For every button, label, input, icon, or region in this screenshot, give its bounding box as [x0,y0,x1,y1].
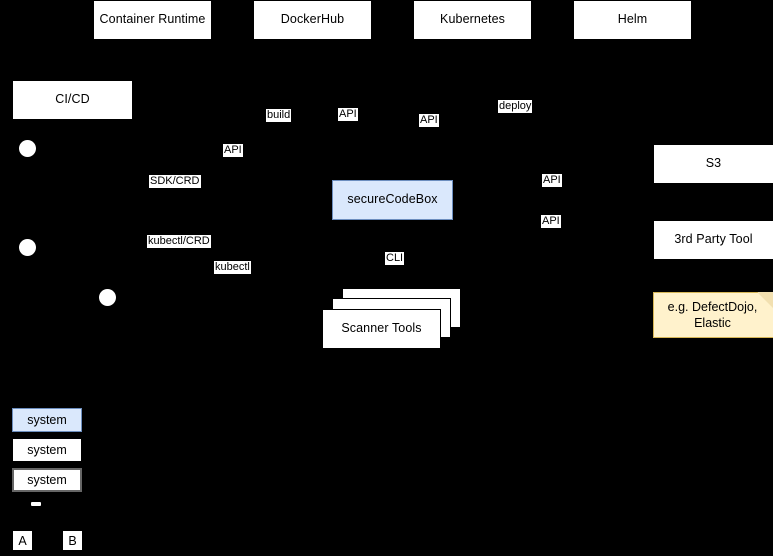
legend-letter-a: A [13,531,32,550]
actor-head-user [99,289,116,306]
edge-label-api-s3: API [542,174,562,187]
note-text: e.g. DefectDojo, Elastic [668,299,758,332]
node-container-runtime[interactable]: Container Runtime [93,0,212,40]
edge-label-api-3rd: API [541,215,561,228]
edge-label-kubectl-crd: kubectl/CRD [147,235,211,248]
edge-label-api-build: API [338,108,358,121]
note-defectdojo-elastic: e.g. DefectDojo, Elastic [653,292,773,338]
node-third-party-tool[interactable]: 3rd Party Tool [653,220,773,260]
legend-item-system-thick: system [12,468,82,492]
edge-label-deploy: deploy [498,100,533,113]
edge-label-build: build [266,109,292,122]
node-cicd[interactable]: CI/CD [12,80,133,120]
note-line-2: Elastic [694,316,731,330]
node-dockerhub[interactable]: DockerHub [253,0,372,40]
note-fold-corner [757,292,773,309]
edge-label-api-cicd: API [223,144,243,157]
edge-label-cli: CLI [385,252,405,265]
legend-item-system-blue: system [12,408,82,432]
node-s3[interactable]: S3 [653,144,773,184]
legend-letter-b: B [63,531,82,550]
edge-label-api-k8s: API [419,114,439,127]
legend-arrow-dash-icon [31,502,41,506]
node-helm[interactable]: Helm [573,0,692,40]
legend-item-system-white: system [12,438,82,462]
node-kubernetes[interactable]: Kubernetes [413,0,532,40]
node-scanner-tools[interactable]: Scanner Tools [322,309,441,349]
edge-label-kubectl: kubectl [214,261,251,274]
actor-head-operator [19,239,36,256]
actor-head-developer [19,140,36,157]
edge-label-sdk-crd: SDK/CRD [149,175,201,188]
note-line-1: e.g. DefectDojo, [667,299,758,314]
node-securecodebox[interactable]: secureCodeBox [332,180,453,220]
